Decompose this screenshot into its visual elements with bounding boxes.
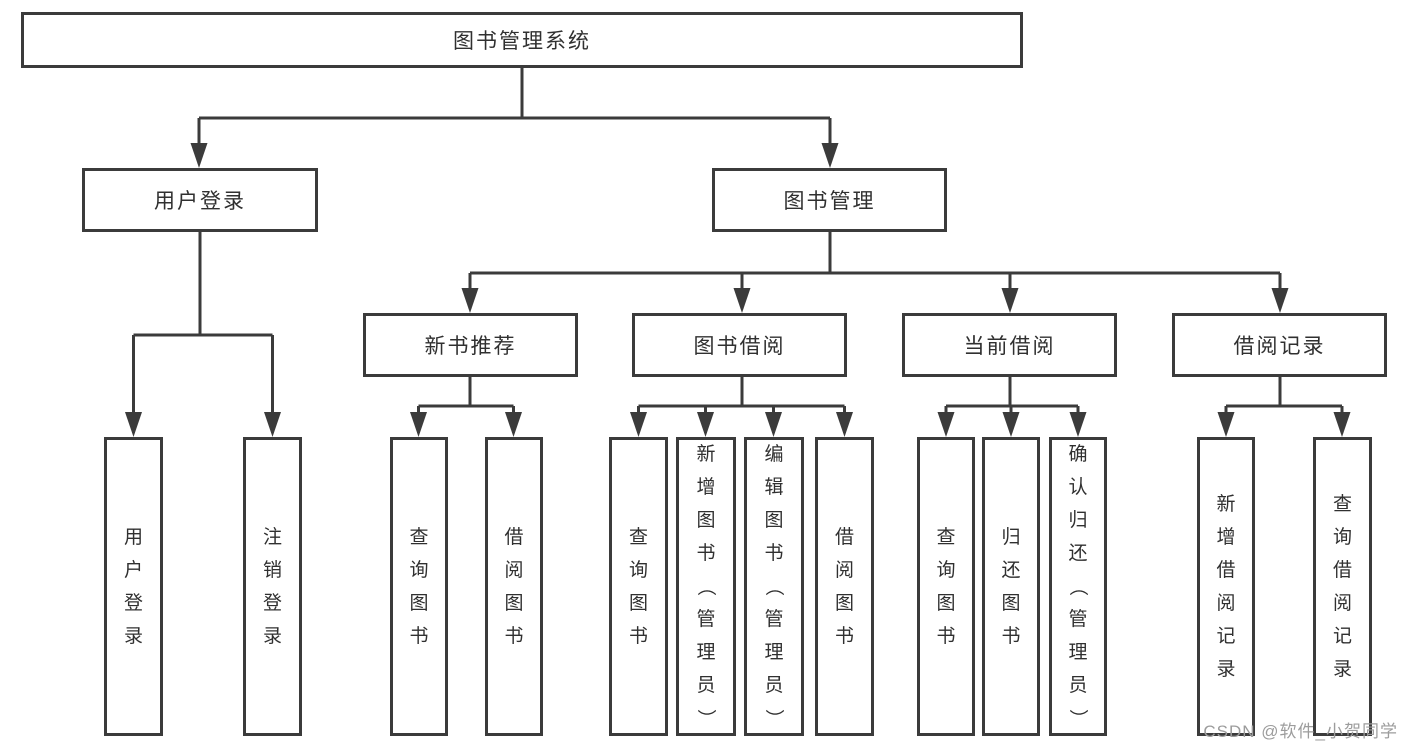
arrowhead — [765, 412, 782, 437]
node-leaf-borrow-books-recommend: 借阅图书 — [485, 437, 543, 736]
arrowhead — [125, 412, 142, 437]
arrowhead — [1271, 288, 1289, 313]
node-leaf-query-borrow-record: 查询借阅记录 — [1313, 437, 1372, 736]
arrowhead — [733, 288, 751, 313]
node-leaf-user-login: 用户登录 — [104, 437, 163, 736]
node-leaf-query-books-recommend: 查询图书 — [390, 437, 448, 736]
node-book-management: 图书管理 — [712, 168, 947, 232]
arrowhead — [1002, 412, 1020, 437]
arrowhead — [461, 288, 479, 313]
node-leaf-confirm-return-admin: 确认归还（管理员） — [1049, 437, 1107, 736]
arrowhead — [836, 412, 853, 437]
node-leaf-return-books: 归还图书 — [982, 437, 1040, 736]
node-leaf-logout: 注销登录 — [243, 437, 302, 736]
arrowhead — [937, 412, 955, 437]
tree-edges — [132, 68, 1344, 433]
node-leaf-query-books-borrow: 查询图书 — [609, 437, 668, 736]
csdn-watermark: CSDN @软件_小贺同学 — [1203, 722, 1398, 741]
node-root-library-system: 图书管理系统 — [21, 12, 1023, 68]
arrowhead — [630, 412, 647, 437]
arrowhead — [1069, 412, 1087, 437]
arrowhead — [505, 412, 522, 437]
node-leaf-add-borrow-record: 新增借阅记录 — [1197, 437, 1255, 736]
node-user-login: 用户登录 — [82, 168, 318, 232]
arrowhead — [410, 412, 427, 437]
arrowhead — [264, 412, 281, 437]
arrowhead — [190, 143, 208, 168]
node-book-borrow: 图书借阅 — [632, 313, 847, 377]
arrowhead — [821, 143, 839, 168]
arrowhead — [1333, 412, 1351, 437]
node-leaf-borrow-books: 借阅图书 — [815, 437, 874, 736]
arrowhead — [697, 412, 714, 437]
arrowhead — [1001, 288, 1019, 313]
node-leaf-query-books-current: 查询图书 — [917, 437, 975, 736]
node-leaf-add-book-admin: 新增图书（管理员） — [676, 437, 736, 736]
arrowhead — [1217, 412, 1235, 437]
node-leaf-edit-book-admin: 编辑图书（管理员） — [744, 437, 804, 736]
node-new-book-recommend: 新书推荐 — [363, 313, 578, 377]
node-borrow-records: 借阅记录 — [1172, 313, 1387, 377]
node-current-borrow: 当前借阅 — [902, 313, 1117, 377]
